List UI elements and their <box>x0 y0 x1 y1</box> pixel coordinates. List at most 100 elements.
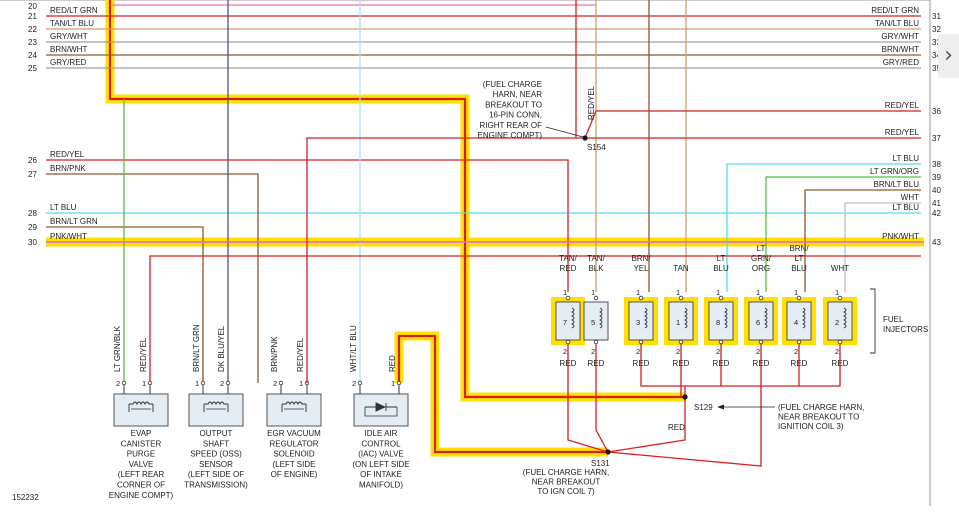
right-row-number: 39 <box>932 173 941 182</box>
component-wire-label: LT GRN/BLK <box>113 325 122 372</box>
s129-note-line: (FUEL CHARGE HARN, <box>778 403 864 412</box>
wire-inj8-s129 <box>685 372 722 387</box>
s131-note-line: (FUEL CHARGE HARN, <box>523 468 609 477</box>
injector-return-label: RED <box>791 359 808 368</box>
component-caption-line: OF INTAKE <box>360 470 402 479</box>
splice-s154-dot <box>582 135 588 141</box>
component-caption-line: MANIFOLD) <box>359 481 403 490</box>
component-wire-label: DK BLU/YEL <box>217 325 226 372</box>
injector-body <box>748 301 774 341</box>
component-box <box>113 393 169 427</box>
component-wire-label: RED/YEL <box>139 337 148 372</box>
component-caption-line: (IAC) VALVE <box>358 450 404 459</box>
injector-body <box>555 301 581 341</box>
right-row-label: LT GRN/ORG <box>870 167 919 176</box>
right-row-label: LT BLU <box>893 203 920 212</box>
left-row-number: 26 <box>28 156 37 165</box>
terminal-end <box>121 380 127 386</box>
pin-number: 1 <box>391 379 395 388</box>
terminal-end <box>758 339 764 345</box>
terminal-end <box>837 295 843 301</box>
left-row-label: BRN/WHT <box>50 45 87 54</box>
injector-pin-bottom: 2 <box>794 347 798 356</box>
wire-row29-brn-lt-grn <box>46 226 204 383</box>
injector-coil-icon <box>598 307 603 329</box>
right-row-number: 34 <box>932 51 941 60</box>
terminal-end <box>593 295 599 301</box>
wire-row27-brn-pnk <box>46 173 259 383</box>
s129-red-label: RED <box>668 423 685 432</box>
splice-s131-dot <box>605 449 611 455</box>
injector-body <box>628 301 654 341</box>
s131-note-line: NEAR BREAKOUT <box>532 478 601 487</box>
component-caption-line: OUTPUT <box>200 429 233 438</box>
injector-wire-label-line: LT <box>717 254 726 263</box>
injector-pin-bottom: 2 <box>563 347 567 356</box>
component-wire-label: RED <box>388 355 397 372</box>
splice-s129: S129 (FUEL CHARGE HARN,NEAR BREAKOUT TOI… <box>668 394 864 432</box>
wire-inj5-s131 <box>595 372 609 453</box>
left-row-number: 22 <box>28 25 37 34</box>
injector-pin-top: 1 <box>591 288 595 297</box>
component-caption-line: OF ENGINE) <box>271 470 318 479</box>
right-row-number: 40 <box>932 186 941 195</box>
injector-wire-label-line: ORG <box>752 264 770 273</box>
terminal-end <box>565 339 571 345</box>
injector-body <box>668 301 694 341</box>
injector-pin-top: 1 <box>716 288 720 297</box>
injector-pin-bottom: 2 <box>591 347 595 356</box>
right-row-label: TAN/LT BLU <box>875 19 919 28</box>
wire-s154-egr <box>306 137 585 383</box>
s129-note-line: IGNITION COIL 3) <box>778 422 844 431</box>
injector-pin-top: 1 <box>636 288 640 297</box>
right-row-number: 33 <box>932 38 941 47</box>
pin-number: 2 <box>116 379 120 388</box>
left-row-number: 29 <box>28 223 37 232</box>
component-box <box>266 393 322 427</box>
component-wire-label: RED/YEL <box>296 337 305 372</box>
terminal-end <box>758 295 764 301</box>
left-row-number: 28 <box>28 209 37 218</box>
left-row-label: BRN/PNK <box>50 164 86 173</box>
next-chevron-icon[interactable]: › <box>938 34 959 78</box>
left-row-label: RED/YEL <box>50 150 85 159</box>
injector-return-label: RED <box>673 359 690 368</box>
pin-number: 2 <box>220 379 224 388</box>
wire-row40-brn-lt-blu <box>804 189 921 292</box>
left-row-label: BRN/LT GRN <box>50 217 98 226</box>
coil-icon <box>203 401 229 412</box>
terminal-end <box>225 380 231 386</box>
left-row-label: TAN/LT BLU <box>50 19 94 28</box>
injector-wire-label-line: BLU <box>713 264 729 273</box>
wire-s154-row36 <box>584 110 921 139</box>
s154-leader <box>545 126 584 138</box>
s154-label: S154 <box>587 143 606 152</box>
wire-inj3-s129 <box>640 372 686 397</box>
injector-body <box>708 301 734 341</box>
left-row-number: 30 <box>28 238 37 247</box>
injector-wire-label-line: TAN <box>673 264 689 273</box>
s154-wire-label: RED/YEL <box>587 85 596 120</box>
right-row-number: 42 <box>932 209 941 218</box>
diode-icon <box>365 402 397 412</box>
s129-note-line: NEAR BREAKOUT TO <box>778 413 859 422</box>
injector-wire-label-line: BLU <box>791 264 807 273</box>
right-row-label: BRN/LT BLU <box>874 180 920 189</box>
fuel-injectors: TAN/RED127REDTAN/BLK125REDBRN/YEL123REDT… <box>551 244 928 467</box>
component-caption-line: SENSOR <box>199 460 233 469</box>
injector-number: 5 <box>591 318 595 327</box>
component-caption-line: ENGINE COMPT) <box>109 491 174 500</box>
injector-wire-label-line: BRN/ <box>789 244 809 253</box>
splice-s129-dot <box>682 394 688 400</box>
terminal-end <box>718 339 724 345</box>
injector-wire-label-line: YEL <box>633 264 649 273</box>
right-row-label: BRN/WHT <box>882 45 919 54</box>
diode-wire-icon <box>364 407 398 417</box>
injector-return-label: RED <box>588 359 605 368</box>
right-row-number: 32 <box>932 25 941 34</box>
left-row-number: 23 <box>28 38 37 47</box>
injector-number: 2 <box>835 318 839 327</box>
